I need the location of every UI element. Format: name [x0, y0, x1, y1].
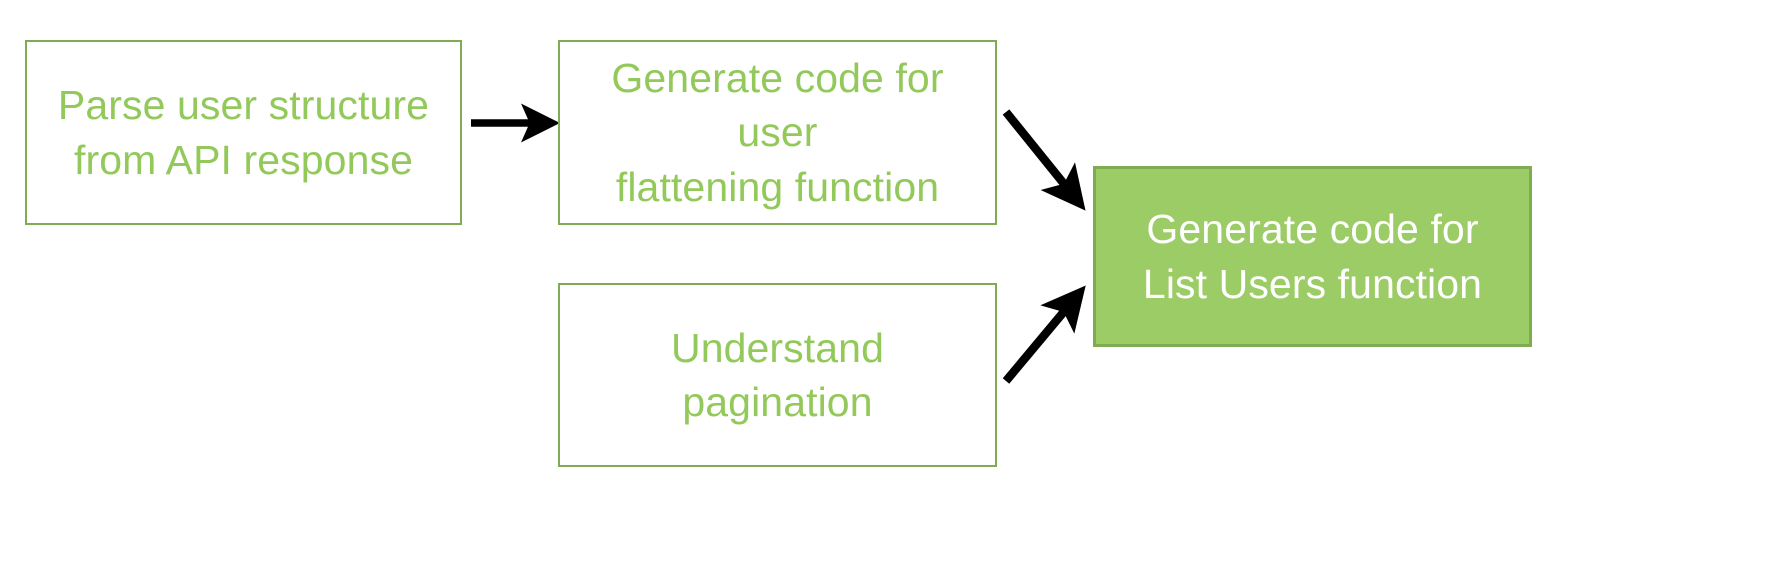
edge-pagination-to-listusers [1002, 285, 1086, 384]
node-generate-list-users-function[interactable]: Generate code for List Users function [1093, 166, 1532, 347]
node-label: Generate code for user flattening functi… [611, 55, 944, 210]
edge-flatten-to-listusers [1002, 109, 1086, 211]
node-label: Understand pagination [671, 324, 884, 425]
node-generate-flattening-function[interactable]: Generate code for user flattening functi… [558, 40, 997, 225]
node-parse-user-structure[interactable]: Parse user structure from API response [25, 40, 462, 225]
node-label: Parse user structure from API response [57, 82, 430, 183]
node-label: Generate code for List Users function [1142, 206, 1483, 307]
node-understand-pagination[interactable]: Understand pagination [558, 283, 997, 467]
